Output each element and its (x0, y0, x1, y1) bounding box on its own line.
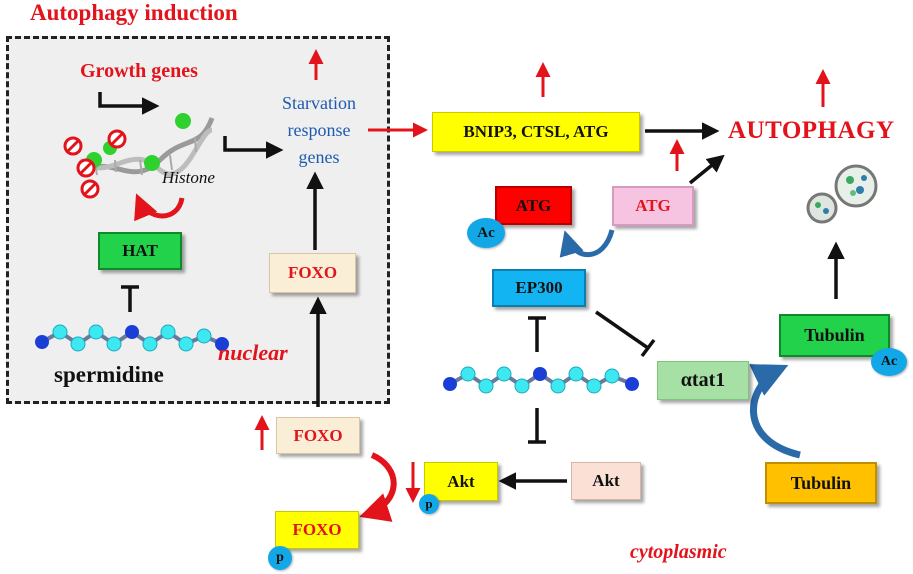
arrow-growth-genes (98, 92, 160, 115)
acetyl-badge-atg: Ac (467, 218, 505, 248)
arrow-atg-acetylation (559, 229, 615, 258)
ep300-box: EP300 (492, 269, 586, 307)
atat1-box: αtat1 (657, 361, 749, 400)
nucleus-region (6, 36, 390, 404)
nuclear-label: nuclear (218, 340, 288, 365)
starvation-line-2: response (287, 120, 351, 140)
acetyl-badge-tubulin: Ac (871, 348, 907, 376)
histone-label: Histone (162, 168, 215, 187)
spermidine-molecule-icon (35, 324, 229, 352)
arrow-tubulin-acetylation (749, 364, 801, 459)
akt-box: Akt (571, 462, 641, 500)
foxo-nuclear-box: FOXO (269, 253, 356, 293)
starvation-line-3: genes (298, 147, 340, 167)
atg-acetylated-box: ATG (495, 186, 572, 225)
spermidine-molecule-cytoplasm-icon (443, 366, 639, 394)
diagram-title: Autophagy induction (30, 0, 238, 25)
arrow-dna-to-starvation (223, 136, 284, 159)
starvation-response-genes-label: Starvation response genes (270, 90, 368, 171)
autophagosome-icon (806, 164, 878, 224)
growth-genes-label: Growth genes (80, 60, 198, 82)
hat-box: HAT (98, 232, 182, 270)
arrow-histone-acetylation (134, 193, 185, 222)
spermidine-label: spermidine (54, 362, 164, 387)
tubulin-box: Tubulin (765, 462, 877, 504)
atg-box: ATG (612, 186, 694, 226)
inhibit-ep300-atat1 (595, 310, 649, 350)
arrow-atg-to-autophagy (688, 154, 725, 185)
foxo-phospho-box: FOXO (275, 511, 359, 549)
tubulin-acetylated-box: Tubulin (779, 314, 890, 357)
cytoplasmic-label: cytoplasmic (630, 541, 727, 563)
arrow-foxo-phosphorylation (359, 452, 397, 522)
akt-active-box: Akt (424, 462, 498, 501)
phospho-badge-akt: p (419, 494, 439, 514)
starvation-line-1: Starvation (282, 93, 356, 113)
dna-helix-icon (78, 113, 215, 177)
bnip3-ctsl-atg-box: BNIP3, CTSL, ATG (432, 112, 640, 152)
phospho-badge-foxo: p (268, 546, 292, 570)
inhibited-histone-icons (63, 129, 127, 199)
autophagy-label: AUTOPHAGY (728, 117, 895, 144)
foxo-cytoplasm-box: FOXO (276, 417, 360, 454)
